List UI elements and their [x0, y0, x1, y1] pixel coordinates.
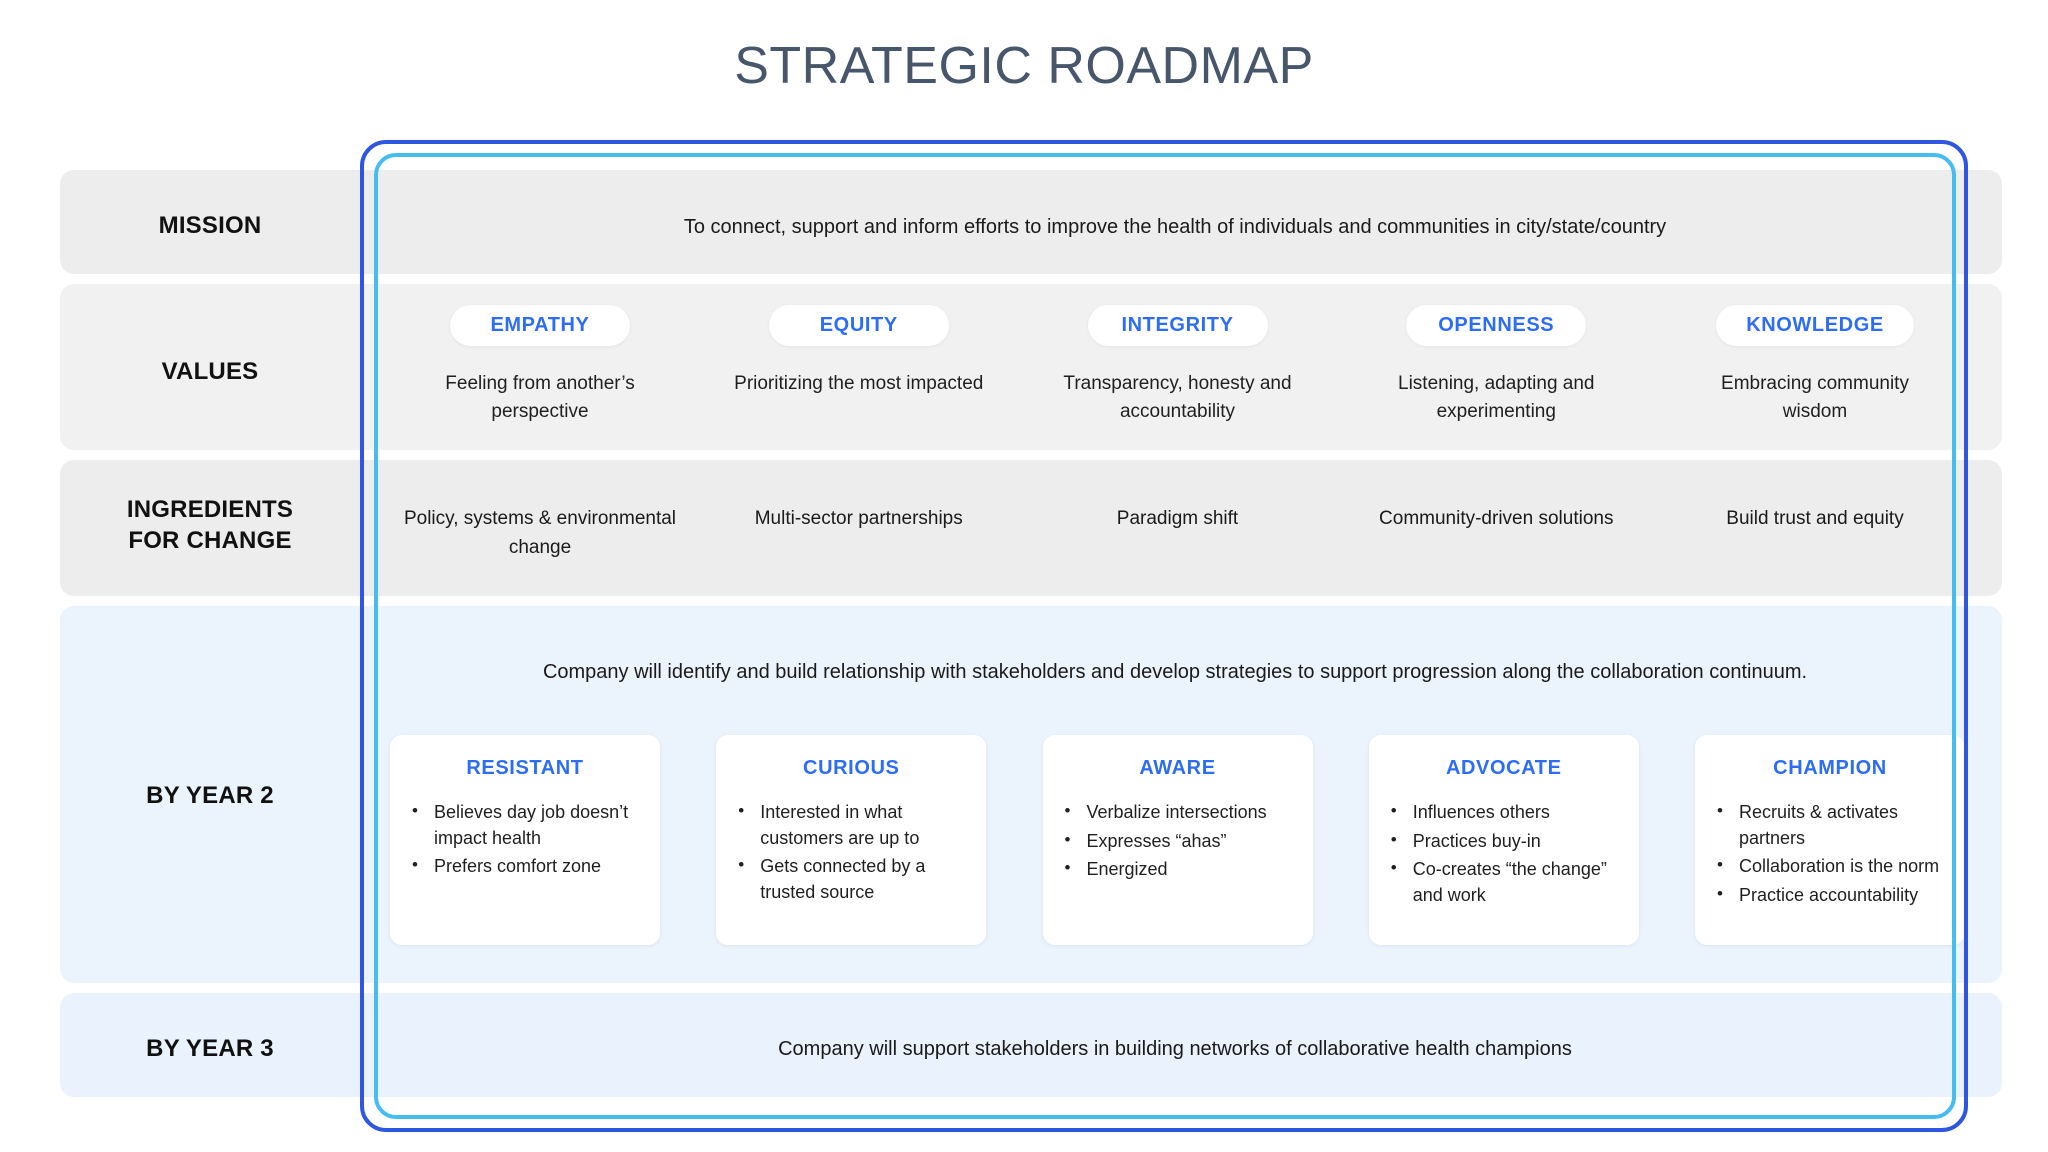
stage-card-resistant[interactable]: RESISTANT Believes day job doesn’t impac… — [390, 735, 660, 945]
ingredient-item: Multi-sector partnerships — [754, 508, 963, 529]
stage-title-curious: CURIOUS — [803, 757, 900, 779]
stage-bullet: Influences others — [1385, 799, 1623, 826]
stage-bullets-champion: Recruits & activates partners Collaborat… — [1711, 799, 1949, 909]
mission-statement: To connect, support and inform efforts t… — [683, 216, 1667, 238]
value-desc-knowledge: Embracing community wisdom — [1721, 373, 1909, 422]
stage-bullet: Believes day job doesn’t impact health — [406, 799, 644, 851]
stage-title-champion: CHAMPION — [1773, 757, 1887, 779]
stage-bullet: Prefers comfort zone — [406, 853, 644, 880]
row-label-mission: MISSION — [158, 212, 262, 239]
row-label-year3: BY YEAR 3 — [146, 1035, 274, 1062]
value-pill-integrity[interactable]: INTEGRITY — [1087, 305, 1268, 346]
stage-title-aware: AWARE — [1139, 757, 1216, 779]
row-band-year2 — [60, 606, 2002, 983]
stage-card-advocate[interactable]: ADVOCATE Influences others Practices buy… — [1368, 735, 1639, 945]
row-band-ingredients — [60, 460, 2002, 596]
value-item-openness: OPENNESS Listening, adapting and experim… — [1346, 305, 1646, 425]
value-pill-openness[interactable]: OPENNESS — [1406, 305, 1587, 346]
stage-title-resistant: RESISTANT — [466, 757, 584, 779]
year2-intro-text: Company will identify and build relation… — [542, 661, 1808, 683]
value-desc-integrity: Transparency, honesty and accountability — [1063, 373, 1292, 422]
stage-bullet: Energized — [1059, 856, 1297, 883]
year3-statement: Company will support stakeholders in bui… — [778, 1038, 1572, 1060]
stage-title-advocate: ADVOCATE — [1445, 757, 1562, 779]
stage-bullet: Practice accountability — [1711, 882, 1949, 909]
value-item-knowledge: KNOWLEDGE Embracing community wisdom — [1665, 305, 1965, 425]
page-title: STRATEGIC ROADMAP — [734, 37, 1314, 95]
stage-bullets-advocate: Influences others Practices buy-in Co-cr… — [1385, 799, 1623, 908]
value-item-empathy: EMPATHY Feeling from another’s perspecti… — [390, 305, 690, 425]
row-band-mission — [60, 170, 2002, 274]
stage-bullet: Gets connected by a trusted source — [732, 853, 970, 905]
stage-bullet: Expresses “ahas” — [1059, 828, 1297, 855]
stage-card-curious[interactable]: CURIOUS Interested in what customers are… — [716, 735, 987, 945]
value-desc-empathy: Feeling from another’s perspective — [445, 373, 635, 422]
row-label-year2: BY YEAR 2 — [146, 782, 274, 809]
stage-bullets-curious: Interested in what customers are up to G… — [732, 799, 970, 905]
ingredient-item: Community-driven solutions — [1379, 508, 1614, 529]
stage-bullets-aware: Verbalize intersections Expresses “ahas”… — [1059, 799, 1297, 883]
row-band-year3 — [60, 993, 2002, 1097]
value-pill-equity[interactable]: EQUITY — [768, 305, 949, 346]
value-desc-openness: Listening, adapting and experimenting — [1398, 373, 1595, 422]
row-label-ingredients-line2: FOR CHANGE — [128, 527, 292, 555]
stage-card-aware[interactable]: AWARE Verbalize intersections Expresses … — [1042, 735, 1313, 945]
collaboration-continuum-cards: RESISTANT Believes day job doesn’t impac… — [390, 735, 1965, 945]
stage-bullets-resistant: Believes day job doesn’t impact health P… — [406, 799, 644, 880]
stage-bullet: Collaboration is the norm — [1711, 853, 1949, 880]
stage-bullet: Practices buy-in — [1385, 828, 1623, 855]
value-item-equity: EQUITY Prioritizing the most impacted — [709, 305, 1009, 398]
ingredient-item: Policy, systems & environmental change — [403, 508, 677, 558]
ingredient-item: Paradigm shift — [1116, 508, 1239, 529]
stage-bullet: Co-creates “the change” and work — [1385, 856, 1623, 908]
value-pill-knowledge[interactable]: KNOWLEDGE — [1716, 305, 1914, 346]
stage-bullet: Recruits & activates partners — [1711, 799, 1949, 851]
ingredients-row: Policy, systems & environmental change M… — [390, 505, 1965, 562]
stage-bullet: Interested in what customers are up to — [732, 799, 970, 851]
stage-card-champion[interactable]: CHAMPION Recruits & activates partners C… — [1695, 735, 1965, 945]
row-label-values: VALUES — [161, 358, 259, 385]
stage-bullet: Verbalize intersections — [1059, 799, 1297, 826]
value-desc-equity: Prioritizing the most impacted — [734, 373, 984, 394]
row-label-ingredients: INGREDIENTS FOR CHANGE — [60, 494, 360, 556]
row-label-ingredients-line1: INGREDIENTS — [126, 496, 294, 523]
value-pill-empathy[interactable]: EMPATHY — [450, 305, 630, 346]
value-item-integrity: INTEGRITY Transparency, honesty and acco… — [1028, 305, 1328, 425]
values-row: EMPATHY Feeling from another’s perspecti… — [390, 305, 1965, 425]
ingredient-item: Build trust and equity — [1726, 508, 1904, 529]
row-band-values — [60, 284, 2002, 450]
